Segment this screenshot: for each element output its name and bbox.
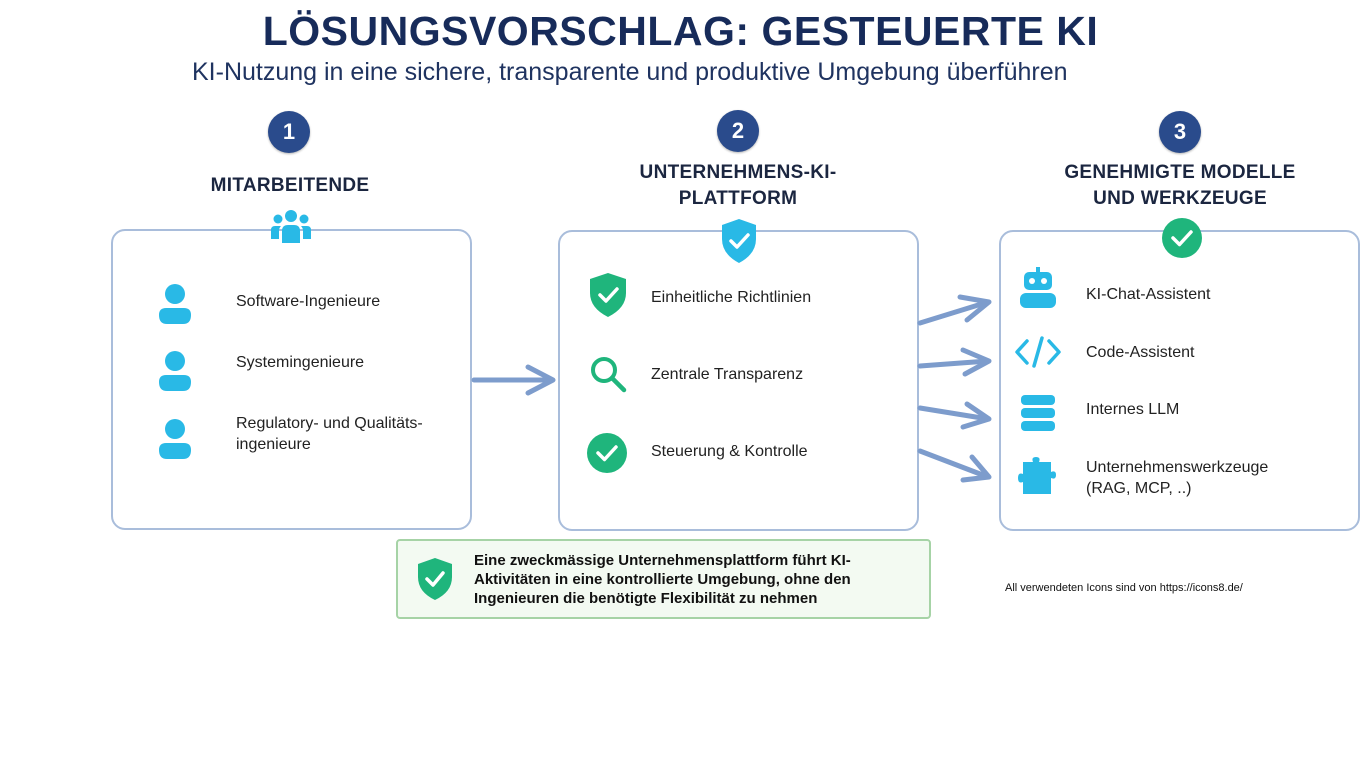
column-title-line: UNTERNEHMENS-KI-: [639, 162, 837, 183]
page-title: LÖSUNGSVORSCHLAG: GESTEUERTE KI: [262, 8, 1099, 54]
group-icon: [271, 210, 311, 243]
column-title-models: GENEHMIGTE MODELLE UND WERKZEUGE: [1030, 160, 1330, 212]
shield-check-icon: [590, 273, 626, 317]
list-item-label-line: ingenieure: [236, 436, 311, 453]
person-icon: [159, 351, 191, 391]
puzzle-icon: [1018, 457, 1056, 494]
column-title-employees: MITARBEITENDE: [140, 173, 440, 199]
arrow-employees-to-platform: [471, 364, 556, 396]
summary-note-line: Aktivitäten in eine kontrollierte Umgebu…: [474, 571, 851, 588]
summary-note-line: Eine zweckmässige Unternehmensplattform …: [474, 552, 851, 569]
list-item-label-line: Regulatory- und Qualitäts-: [236, 415, 423, 432]
list-item-internal-llm: Internes LLM: [1086, 401, 1180, 418]
page-subtitle: KI-Nutzung in eine sichere, transparente…: [192, 58, 1068, 86]
magnifier-icon: [591, 357, 627, 393]
shield-check-icon: [418, 558, 452, 600]
person-icon: [159, 284, 191, 324]
arrow-platform-to-tools: [917, 448, 992, 483]
summary-note: [396, 539, 931, 619]
arrow-platform-to-code: [917, 347, 992, 377]
arrow-platform-to-llm: [917, 401, 992, 430]
list-item-label-line: Unternehmenswerkzeuge: [1086, 459, 1269, 476]
list-item-software-engineers: Software-Ingenieure: [236, 293, 381, 310]
arrow-platform-to-chat: [917, 294, 992, 326]
list-item-unified-policies: Einheitliche Richtlinien: [651, 289, 812, 306]
list-item-central-transparency: Zentrale Transparenz: [651, 366, 804, 383]
column-title-line: PLATTFORM: [678, 188, 798, 209]
step-number-1: 1: [268, 111, 310, 153]
list-item-governance-control: Steuerung & Kontrolle: [651, 443, 808, 460]
list-item-regulatory-engineers: Regulatory- und Qualitäts- ingenieure: [236, 413, 423, 455]
list-item-enterprise-tools: Unternehmenswerkzeuge (RAG, MCP, ..): [1086, 457, 1268, 499]
list-item-code-assistant: Code-Assistent: [1086, 344, 1195, 361]
summary-note-text: Eine zweckmässige Unternehmensplattform …: [474, 551, 851, 608]
panel-models: [999, 230, 1360, 531]
code-icon: [1015, 336, 1061, 368]
database-icon: [1021, 395, 1055, 431]
column-title-line: UND WERKZEUGE: [1093, 188, 1267, 209]
list-item-ai-chat-assistant: KI-Chat-Assistent: [1086, 286, 1211, 303]
person-icon: [159, 419, 191, 459]
column-title-platform: UNTERNEHMENS-KI- PLATTFORM: [588, 160, 888, 212]
summary-note-line: Ingenieuren die benötigte Flexibilität z…: [474, 590, 818, 607]
shield-check-icon: [722, 219, 756, 263]
step-number-2: 2: [717, 110, 759, 152]
column-title-line: GENEHMIGTE MODELLE: [1064, 162, 1296, 183]
icon-credit: All verwendeten Icons sind von https://i…: [1005, 582, 1243, 594]
check-circle-icon: [587, 433, 627, 473]
robot-icon: [1020, 267, 1056, 308]
list-item-label-line: (RAG, MCP, ..): [1086, 480, 1192, 497]
check-circle-icon: [1162, 218, 1202, 258]
step-number-3: 3: [1159, 111, 1201, 153]
column-title-line: MITARBEITENDE: [210, 175, 370, 196]
list-item-system-engineers: Systemingenieure: [236, 354, 365, 371]
